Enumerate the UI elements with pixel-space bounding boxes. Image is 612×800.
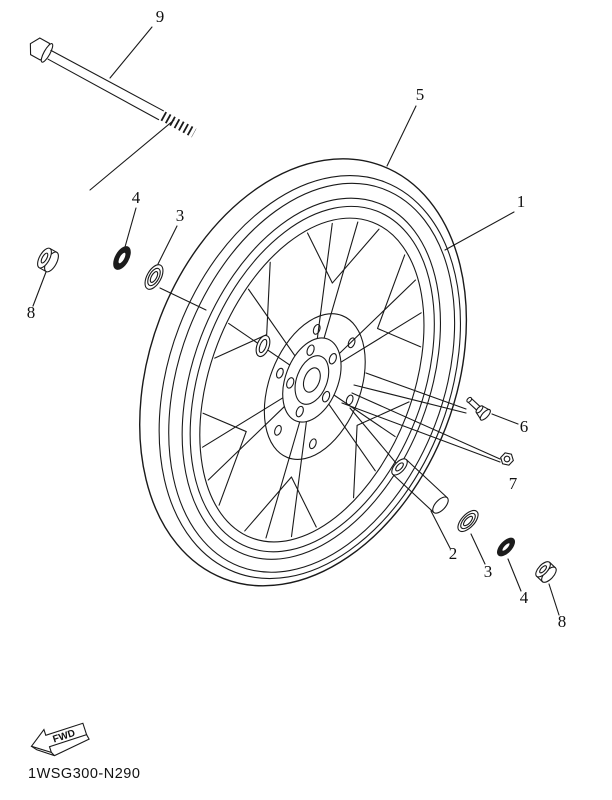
axle-spacer [391,458,449,514]
callout-wheel: 1 [517,192,526,211]
hub-axle-hole [300,365,323,394]
collar-lower [535,561,557,583]
collar-upper-face [37,247,52,269]
fwd-label: FWD [52,728,77,746]
callout-axle-bolt: 9 [156,7,165,26]
leader-lines [32,26,560,616]
seal-upper-bore [117,251,127,265]
bolt-threads [160,111,197,138]
seal-upper [113,246,131,270]
collar-lower-face [535,561,551,578]
bolt-shaft-edge-bottom [47,58,160,121]
axle-bolt-head [29,37,54,63]
fwd-arrow: FWD [30,722,90,757]
nut-hex [500,452,514,466]
bearing-lower-outer [457,509,479,533]
spoke-splits [161,191,463,570]
collar-lower-bore [539,565,548,574]
tire-rim-interface [181,197,441,560]
callout-axle-spacer: 2 [449,544,458,563]
bolt-shaft-edge-top [50,49,164,112]
rim-slot-outer [255,334,271,358]
bearing-lower-race [460,512,476,530]
disc-hole-6 [347,337,356,349]
callout-collar-upper: 8 [27,303,36,322]
callout-seal-lower: 4 [520,588,529,607]
spacer-face [391,458,408,476]
tire-outer [139,158,468,587]
part-number: 1WSG300-N290 [28,766,140,782]
hub-bolt-hole-2 [295,405,305,417]
bearing-upper [144,264,164,290]
bearing-upper-race [147,267,161,287]
disc-hole-2 [308,438,317,450]
callout-axle-nut: 7 [509,474,518,493]
hub-bolt-hole-3 [285,377,295,389]
seal-lower [496,537,516,557]
seal-lower-bore [501,542,511,552]
valve-stem [466,396,491,421]
hub-bolt-hole-5 [328,353,338,365]
callout-seal-upper: 4 [132,188,141,207]
tire-tread-line-1 [158,175,461,580]
hub-mid [289,351,335,409]
rim-lip [189,205,435,553]
callout-valve-stem: 6 [520,417,529,436]
brake-disc [245,299,384,474]
callout-collar-lower: 8 [558,612,567,631]
bearing-lower [457,509,479,533]
rim-valve-slot [255,334,271,358]
axle-nut [500,452,514,466]
axle-bolt [29,37,197,138]
bearing-upper-bore [149,271,159,283]
callout-bearing-upper: 3 [176,206,185,225]
callout-tire: 5 [416,85,425,104]
callout-bearing-lower: 3 [484,562,493,581]
spacer-bore [395,462,404,472]
rim-inner-edge [199,217,425,543]
collar-upper [37,247,59,273]
valve-cap-tip [466,396,473,403]
bearing-lower-bore [462,515,474,527]
spacer-side-bottom [392,473,435,513]
nut-bore [503,455,511,463]
disc-hole-4 [275,367,284,379]
valve-base [479,408,491,421]
disc-hole-5 [312,324,321,336]
collar-upper-bore [40,252,49,264]
front-wheel [139,158,468,587]
hub-bolt-hole-1 [321,390,331,402]
fwd-arrow-3d-edge [30,734,90,757]
spacer-side-top [405,459,448,499]
rim-slot-inner [258,338,268,354]
disc-hole-3 [273,425,282,437]
fwd-arrow-outline [30,722,88,754]
rim-spokes-and-hub [161,191,463,570]
hub-bolt-hole-4 [306,344,316,356]
bolt-flange [40,43,54,63]
